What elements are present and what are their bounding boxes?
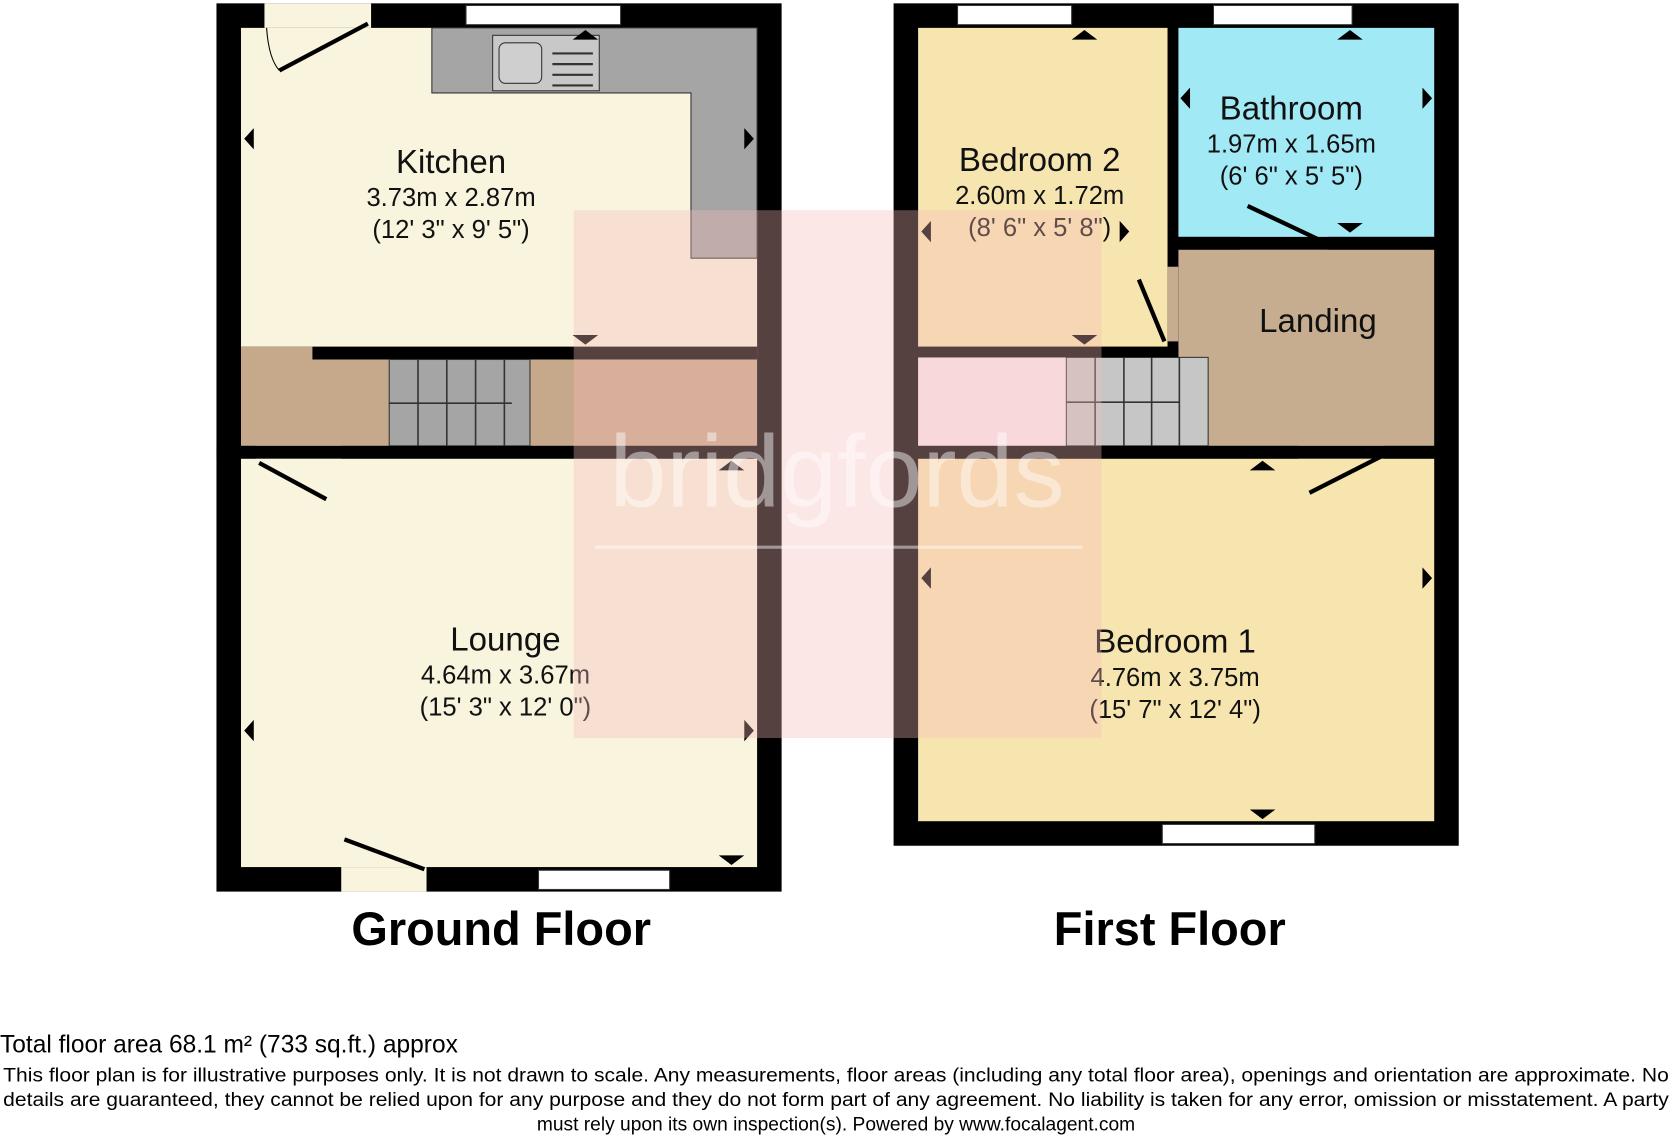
stair-void <box>918 357 1067 446</box>
wall-segment <box>918 346 1179 358</box>
stair-treads <box>389 359 512 446</box>
drainer-icon <box>552 52 593 87</box>
wall-segment <box>918 445 1299 459</box>
window <box>1212 4 1353 26</box>
lounge-imperial: (15' 3" x 12' 0") <box>420 694 592 722</box>
wall-segment <box>341 445 758 459</box>
disclaimer-line-3: must rely upon its own inspection(s). Po… <box>537 1114 1135 1135</box>
door-leaf <box>258 461 328 502</box>
window <box>465 4 622 26</box>
disclaimer-line-1: This floor plan is for illustrative purp… <box>3 1065 1669 1086</box>
watermark: bridgfords <box>573 210 1102 739</box>
bedroom2-metric: 2.60m x 1.72m <box>955 182 1124 210</box>
sink-bowl <box>498 42 543 84</box>
bedroom1-metric: 4.76m x 3.75m <box>1090 664 1259 692</box>
door-swing <box>266 27 280 71</box>
window <box>1161 823 1316 845</box>
window <box>537 869 671 890</box>
stair-treads <box>1066 357 1181 446</box>
kitchen-metric: 3.73m x 2.87m <box>366 184 535 212</box>
lounge-metric: 4.64m x 3.67m <box>421 662 590 690</box>
bedroom1-room <box>918 458 1435 822</box>
bedroom2-door <box>1167 266 1179 342</box>
door-leaf <box>278 21 369 73</box>
wall-segment <box>216 445 256 459</box>
bedroom1-name: Bedroom 1 <box>1094 624 1256 661</box>
ground-floor-plan: Kitchen 3.73m x 2.87m (12' 3" x 9' 5") L… <box>216 3 782 892</box>
first-floor-plan: Bedroom 2 2.60m x 1.72m (8' 6" x 5' 8") … <box>893 3 1459 846</box>
bathroom-imperial: (6' 6" x 5' 5") <box>1220 163 1363 191</box>
landing-room <box>1178 249 1435 446</box>
disclaimer-line-2: details are guaranteed, they cannot be r… <box>3 1090 1669 1111</box>
back-door <box>264 3 372 28</box>
lounge-room <box>240 458 758 868</box>
door-leaf <box>1308 454 1382 495</box>
wall-segment <box>1167 27 1179 358</box>
watermark-text: bridgfords <box>609 414 1064 529</box>
bathroom-name: Bathroom <box>1220 91 1363 128</box>
bedroom1-imperial: (15' 7" x 12' 4") <box>1089 696 1261 724</box>
door-leaf <box>1136 278 1167 343</box>
door-leaf <box>343 837 426 872</box>
first-floor-label: First Floor <box>1054 903 1286 955</box>
kitchen-imperial: (12' 3" x 9' 5") <box>372 216 529 244</box>
wall-segment <box>1384 445 1435 459</box>
window <box>957 4 1073 26</box>
front-door <box>341 867 427 892</box>
ground-floor-label: Ground Floor <box>351 903 651 955</box>
bedroom2-name: Bedroom 2 <box>959 142 1121 179</box>
door-leaf <box>1246 204 1324 244</box>
landing-name: Landing <box>1259 303 1377 340</box>
bathroom-metric: 1.97m x 1.65m <box>1207 131 1376 159</box>
bathroom-room <box>1178 27 1435 237</box>
kitchen-name: Kitchen <box>396 144 506 181</box>
internal-wall <box>312 346 758 360</box>
wall-segment <box>1178 236 1241 250</box>
wall-segment <box>1327 236 1435 250</box>
bedroom2-imperial: (8' 6" x 5' 8") <box>968 214 1111 242</box>
dimension-arrows <box>244 30 1433 865</box>
total-floor-area: Total floor area 68.1 m² (733 sq.ft.) ap… <box>0 1032 458 1059</box>
lounge-name: Lounge <box>450 622 560 659</box>
bedroom2-room <box>918 27 1168 347</box>
